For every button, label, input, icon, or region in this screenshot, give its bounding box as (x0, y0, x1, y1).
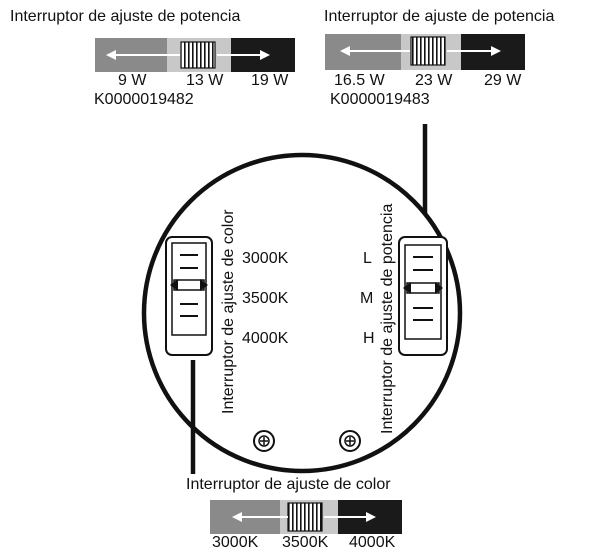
fixture-power-switch-label: Interruptor de ajuste de potencia (379, 203, 396, 434)
power-switch-2-slider (325, 34, 525, 70)
power-setting-high: 29 W (484, 72, 522, 89)
color-setting-3500k: 3500K (282, 534, 329, 551)
screw-icon (253, 430, 275, 452)
fixture-power-switch (398, 236, 448, 356)
power-switch-1-title: Interruptor de ajuste de potencia (10, 8, 241, 25)
power-setting-low: 16.5 W (334, 72, 385, 89)
slider-knob (180, 41, 216, 69)
power-setting-high: 19 W (251, 72, 289, 89)
power-level-h: H (363, 330, 375, 347)
fixture-color-switch (165, 236, 213, 356)
power-level-l: L (363, 250, 372, 267)
slider-knob (410, 36, 446, 66)
color-switch-title: Interruptor de ajuste de color (186, 476, 391, 493)
screw-icon (339, 430, 361, 452)
color-temp-3500k: 3500K (242, 290, 289, 307)
product-code: K0000019482 (94, 91, 194, 108)
power-switch-1-slider (95, 38, 295, 72)
power-setting-mid: 23 W (415, 72, 453, 89)
product-code: K0000019483 (330, 91, 430, 108)
power-setting-mid: 13 W (186, 72, 224, 89)
color-switch-slider (210, 500, 402, 534)
slider-knob (287, 502, 323, 532)
fixture-body-circle (141, 152, 463, 474)
power-switch-2-title: Interruptor de ajuste de potencia (324, 8, 555, 25)
color-temp-3000k: 3000K (242, 250, 289, 267)
power-setting-low: 9 W (118, 72, 147, 89)
color-temp-4000k: 4000K (242, 330, 289, 347)
fixture-color-switch-label: Interruptor de ajuste de color (220, 209, 237, 414)
color-setting-4000k: 4000K (349, 534, 396, 551)
power-level-m: M (360, 290, 374, 307)
color-setting-3000k: 3000K (212, 534, 259, 551)
